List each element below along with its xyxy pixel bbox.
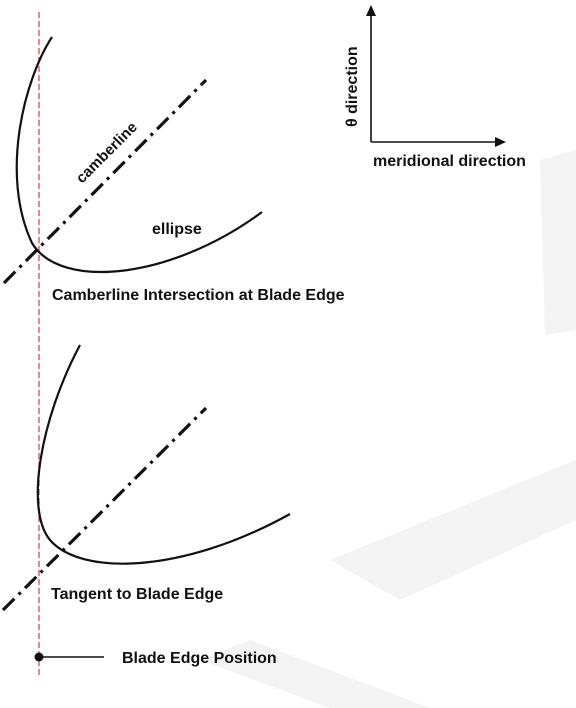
theta-arrow-head xyxy=(366,5,376,16)
top-caption: Camberline Intersection at Blade Edge xyxy=(52,287,345,304)
direction-axes: θ direction meridional direction xyxy=(344,5,526,170)
watermark xyxy=(200,150,576,708)
meridional-direction-label: meridional direction xyxy=(373,153,526,170)
top-ellipse-curve xyxy=(15,36,263,274)
bottom-caption: Tangent to Blade Edge xyxy=(51,586,223,603)
top-camberline xyxy=(2,78,208,285)
meridional-arrow-head xyxy=(495,137,506,147)
bottom-ellipse-curve xyxy=(36,344,291,565)
bottom-camberline xyxy=(1,406,208,612)
bottom-panel: Tangent to Blade Edge xyxy=(1,344,291,612)
top-panel: camberline ellipse Camberline Intersecti… xyxy=(2,36,345,304)
camberline-label: camberline xyxy=(73,119,141,187)
theta-direction-label: θ direction xyxy=(344,46,361,127)
ellipse-label: ellipse xyxy=(152,221,202,238)
blade-edge-position-label: Blade Edge Position xyxy=(122,650,277,667)
blade-edge-legend: Blade Edge Position xyxy=(34,650,277,667)
